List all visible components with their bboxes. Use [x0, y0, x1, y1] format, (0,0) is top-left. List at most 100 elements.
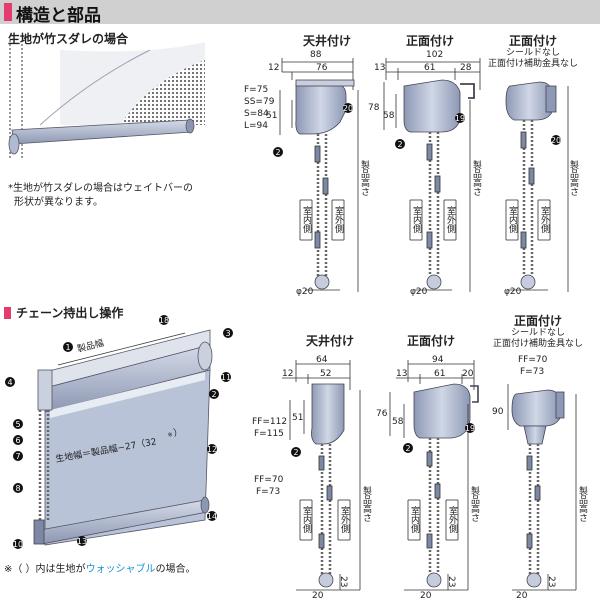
dim-top-ceiling-height: 51: [266, 111, 277, 121]
dim-bottom-ceiling-code-top-1: FF=112: [252, 417, 287, 427]
part-2-b: 2: [275, 148, 280, 157]
part-6: 6: [15, 436, 20, 445]
part-11: 11: [221, 373, 231, 382]
drop-labels: 23 23 23: [338, 576, 556, 587]
top-ceiling-indoor: 室内側: [301, 205, 312, 233]
top-front-height: 製品高さ: [471, 159, 482, 196]
dim-bottom-front-ball: 20: [420, 591, 432, 600]
top-ceiling-height: 製品高さ: [359, 159, 370, 196]
dim-bottom-front-overall: 94: [432, 355, 444, 365]
dim-top-ceiling-code-3: S=84: [244, 109, 269, 119]
footnote: ※（ ）内は生地がウォッシャブルの場合。: [4, 563, 196, 577]
view-bottom-3-subtitle: シールドなし 正面付け補助金具なし: [492, 328, 583, 349]
side-labels: 室内側 室外側 製品高さ 室内側 室外側 製品高さ 室内側 室外側 製品高さ 室…: [301, 159, 588, 533]
view-top-2-title: 正面付け: [405, 34, 454, 48]
bamboo-blind-illustration: [8, 40, 205, 160]
dim-top-ceiling-overall: 88: [310, 50, 322, 60]
section2-header: チェーン持出し操作: [0, 304, 123, 321]
dim-bottom-front-a: 13: [396, 369, 407, 379]
top-plain-outdoor: 室外側: [539, 205, 550, 233]
dim-top-ceiling-ball: φ20: [296, 287, 314, 297]
dim-bottom-ceiling-code-top-2: F=115: [254, 429, 284, 439]
top-plain-indoor: 室内側: [507, 205, 518, 233]
page-title: 構造と部品: [16, 6, 101, 26]
part-2-c: 2: [397, 140, 402, 149]
part-12: 12: [207, 445, 217, 454]
view-bottom-front-plain: [507, 384, 577, 591]
part-4: 4: [7, 378, 12, 387]
dim-top-front-h1: 78: [368, 103, 380, 113]
dim-top-front-b: 61: [424, 63, 435, 73]
bottom-ceiling-height: 製品高さ: [361, 485, 372, 522]
section1-subtitle: 生地が竹スダレの場合: [8, 32, 129, 46]
bottom-front-outdoor: 室外側: [447, 505, 458, 533]
dim-bottom-ceiling-height: 51: [292, 413, 303, 423]
part-19-a: 19: [455, 114, 465, 123]
top-ceiling-outdoor: 室外側: [333, 205, 344, 233]
dim-bottom-ceiling-right: 52: [320, 369, 331, 379]
part-3: 3: [225, 329, 230, 338]
top-front-indoor: 室内側: [411, 205, 422, 233]
dim-bottom-plain-ball: 20: [516, 591, 528, 600]
bottom-front-height: 製品高さ: [469, 485, 480, 522]
dim-bottom-ceiling-left: 12: [282, 369, 293, 379]
footnote-suffix: の場合。: [155, 564, 196, 575]
dim-top-ceiling-code-2: SS=79: [244, 97, 275, 107]
dim-top-ceiling-code-4: L=94: [244, 121, 268, 131]
dim-bottom-ceiling-code-bottom-1: FF=70: [254, 475, 284, 485]
dim-top-ceiling-code-1: F=75: [244, 85, 268, 95]
dim-bottom-ceiling-code-bottom-2: F=73: [256, 487, 280, 497]
part-badges: 1 2 3 4 5 6 7 8 10 11 12 13 14 18 20 2 1…: [5, 103, 561, 549]
section1-note-line1: *生地が竹スダレの場合はウェイトバーの: [8, 183, 193, 194]
label-fabric-width-close: ）: [173, 427, 184, 439]
dim-bottom-front-c: 20: [462, 369, 474, 379]
bottom-front-indoor: 室内側: [409, 505, 420, 533]
dim-bottom-plain-code-2: F=73: [520, 367, 544, 377]
bottom-plain-height: 製品高さ: [577, 485, 588, 522]
dim-bottom-plain-code-1: FF=70: [518, 355, 548, 365]
label-fabric-width-sup: ※: [167, 431, 173, 439]
label-product-width: 製品幅: [76, 337, 105, 355]
bottom-plain-drop: 23: [546, 576, 556, 587]
dim-top-front-c: 28: [460, 63, 472, 73]
view-top-ceiling: [279, 58, 359, 292]
dim-bottom-front-h1: 76: [376, 409, 388, 419]
dim-bottom-ceiling-ball: 20: [312, 591, 324, 600]
view-top-front-plain: [505, 81, 569, 292]
chain-operation-illustration: [33, 329, 213, 546]
part-2-e: 2: [405, 444, 410, 453]
view-top-1-title: 天井付け: [302, 34, 351, 48]
dim-top-front-a: 13: [374, 63, 385, 73]
footnote-highlight: ウォッシャブル: [85, 564, 156, 575]
view-bottom-2-title: 正面付け: [406, 334, 455, 348]
top-front-outdoor: 室外側: [445, 205, 456, 233]
bottom-ceiling-drop: 23: [338, 576, 348, 587]
part-13: 13: [77, 537, 87, 546]
part-10: 10: [13, 540, 23, 549]
part-2-d: 2: [293, 448, 298, 457]
dim-bottom-ceiling-overall: 64: [316, 355, 328, 365]
dim-top-front-ball: φ20: [410, 287, 428, 297]
bottom-front-drop: 23: [446, 576, 456, 587]
part-20-b: 20: [551, 136, 561, 145]
dim-top-ceiling-left: 12: [268, 63, 279, 73]
view-bottom-1-title: 天井付け: [305, 334, 354, 348]
part-8: 8: [15, 484, 20, 493]
dim-top-plain-ball: φ20: [504, 287, 522, 297]
part-2: 2: [211, 390, 216, 399]
header-bar: 構造と部品: [0, 0, 600, 26]
top-plain-height: 製品高さ: [568, 159, 579, 196]
view-bottom-3-title: 正面付け: [513, 314, 562, 328]
section2-title: チェーン持出し操作: [16, 306, 124, 320]
section1-note-line2: 形状が異なります。: [14, 197, 103, 208]
dim-bottom-plain-h: 90: [492, 407, 504, 417]
bottom-ceiling-outdoor: 室外側: [339, 505, 350, 533]
view-top-front: [383, 58, 481, 292]
view-bottom-ceiling: [282, 360, 361, 591]
dim-bottom-front-h2: 58: [392, 417, 404, 427]
header-accent: [4, 3, 12, 21]
footnote-prefix: ※（ ）内は生地が: [4, 564, 86, 575]
part-1: 1: [65, 343, 70, 352]
part-19-b: 19: [465, 424, 475, 433]
